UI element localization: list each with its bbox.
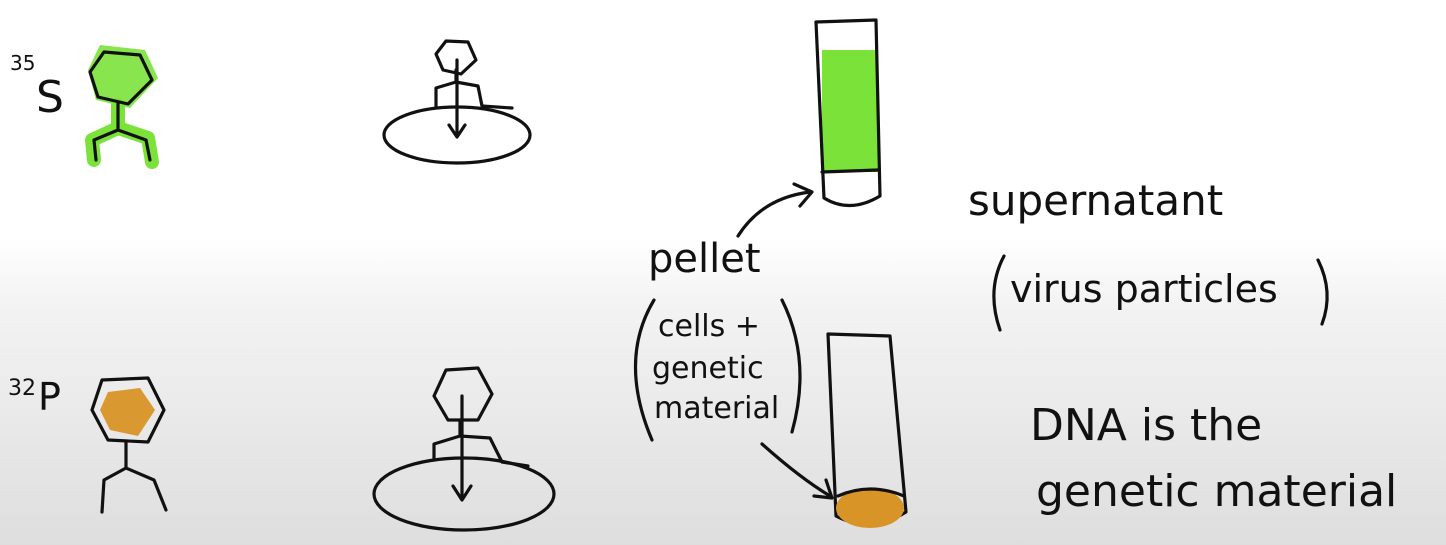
pellet-arrow-to-top-tube: [736, 182, 814, 238]
phage-head: [88, 50, 154, 106]
centrifuge-tube-row2: [826, 332, 908, 528]
phage-tail: [432, 418, 530, 468]
phage-32p-labeled: [90, 376, 168, 514]
tube-pellet-line: [820, 168, 880, 174]
right-parenthesis: [780, 298, 802, 434]
pellet-detail-line2: genetic: [652, 351, 764, 386]
isotope-mass-32: 32: [8, 376, 36, 401]
dna-injection-arrow: [451, 394, 473, 502]
pellet-arrow-to-bottom-tube: [760, 442, 834, 500]
phage-tail: [100, 440, 168, 514]
conclusion-line1: DNA is the: [1030, 400, 1262, 451]
isotope-label-35s: 35 S: [10, 51, 64, 123]
conclusion-line2: genetic material: [1036, 466, 1397, 517]
pellet-detail-line3: material: [654, 391, 779, 426]
pellet-annotation: pellet cells + genetic material: [633, 182, 834, 500]
phage-tail: [434, 68, 514, 110]
pellet-label: pellet: [648, 236, 761, 282]
dna-injection-arrow: [447, 58, 467, 139]
pellet-detail-line1: cells +: [658, 309, 760, 344]
left-parenthesis: [992, 254, 1006, 332]
phage-35s-labeled: [85, 45, 159, 169]
centrifuge-tube-row1: [814, 18, 882, 208]
dna-highlight: [100, 388, 155, 436]
pellet-outline: [836, 487, 906, 498]
supernatant-label: supernatant: [968, 176, 1223, 225]
phage-head: [434, 39, 478, 76]
phage-infecting-cell-row2: [372, 366, 556, 532]
supernatant-detail: virus particles: [1010, 267, 1278, 311]
tube-outline: [814, 18, 882, 208]
pellet-highlight: [836, 488, 904, 528]
conclusion: DNA is the genetic material: [1030, 400, 1397, 517]
supernatant-annotation: supernatant virus particles: [968, 176, 1329, 332]
isotope-mass-35: 35: [10, 51, 35, 75]
left-parenthesis: [633, 298, 656, 442]
supernatant-highlight: [822, 50, 878, 172]
right-parenthesis: [1316, 258, 1329, 326]
isotope-symbol-p: P: [38, 375, 61, 419]
bacterial-cell: [372, 456, 556, 532]
phage-tail: [92, 101, 152, 162]
phage-head: [90, 376, 166, 444]
phage-tail-highlight: [85, 98, 159, 169]
phage-head: [432, 366, 494, 422]
isotope-symbol-s: S: [36, 72, 64, 123]
phage-infecting-cell-row1: [382, 39, 532, 165]
isotope-label-32p: 32 P: [8, 375, 61, 419]
